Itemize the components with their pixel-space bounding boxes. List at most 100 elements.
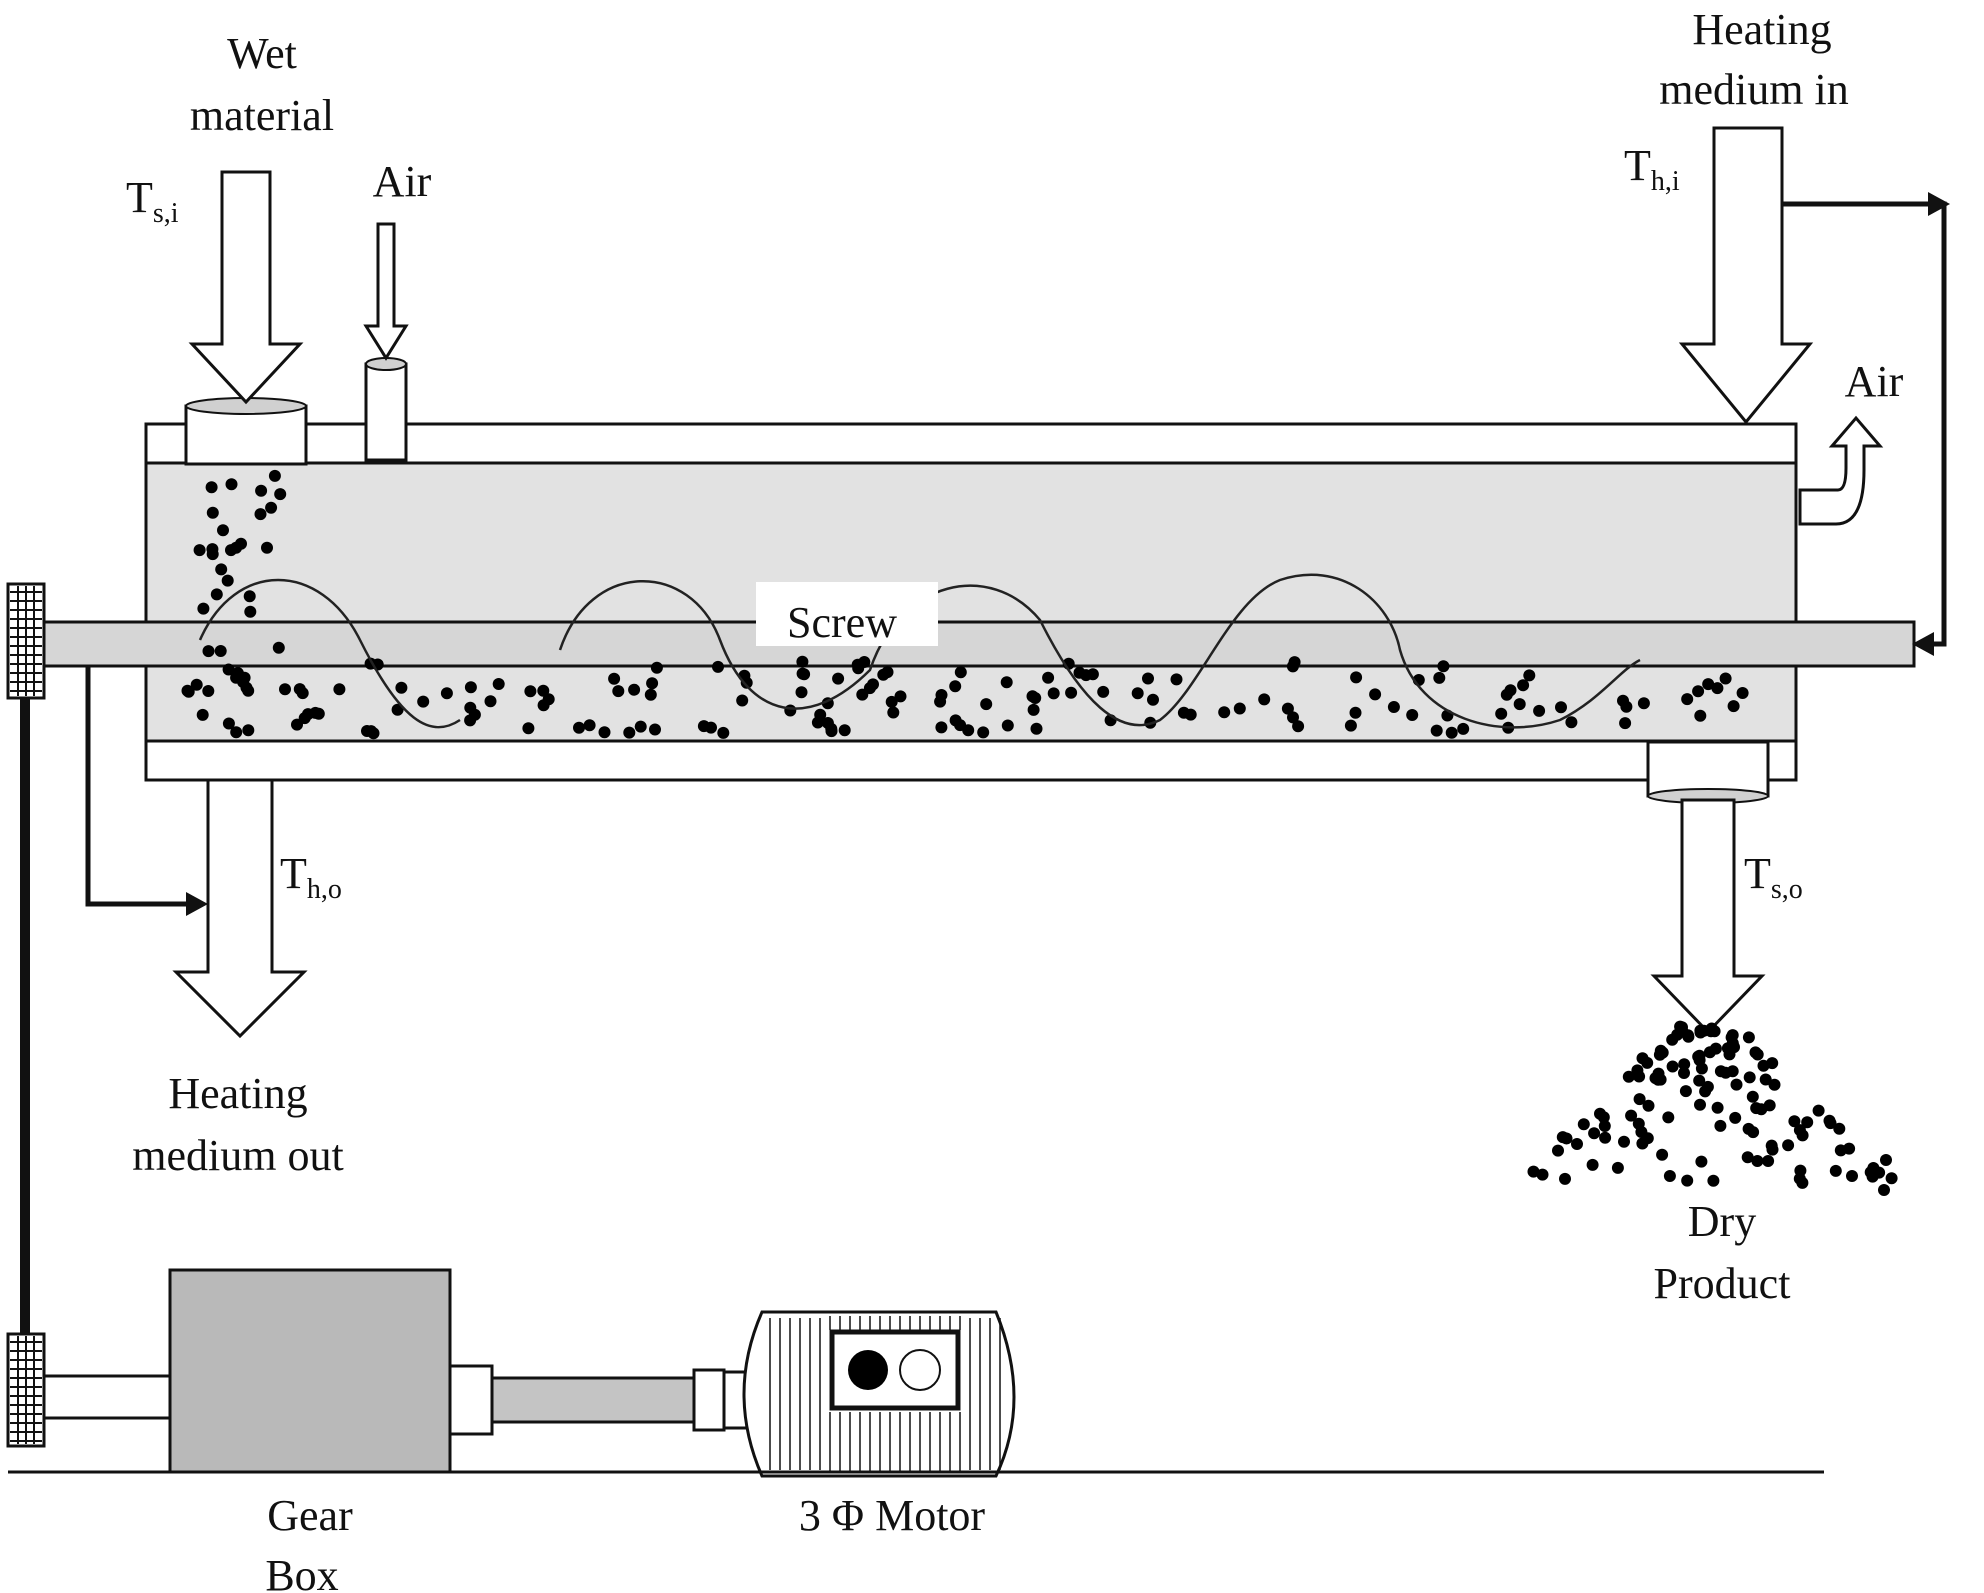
particle: [181, 684, 194, 697]
particle: [717, 726, 730, 739]
particle: [1654, 1044, 1667, 1057]
particle: [1763, 1099, 1776, 1112]
particle: [650, 661, 663, 674]
particle: [712, 660, 724, 673]
particle: [365, 725, 378, 738]
particle: [202, 685, 215, 697]
particle: [935, 721, 948, 734]
particle: [1027, 703, 1040, 716]
heating-out-label-line1: Heating: [168, 1069, 307, 1118]
particle: [1611, 1161, 1624, 1174]
particle: [1001, 719, 1014, 732]
particle: [612, 685, 625, 698]
particle: [887, 706, 900, 719]
particle: [230, 671, 243, 684]
particle: [243, 590, 256, 603]
particle: [1742, 1031, 1755, 1044]
particle: [484, 695, 497, 708]
gearbox-input-shaft: [42, 1374, 172, 1420]
particle: [1065, 686, 1078, 699]
particle: [863, 682, 876, 695]
particle: [395, 681, 408, 694]
wet-material-label-line1: Wet: [227, 29, 297, 78]
particle: [1768, 1078, 1781, 1091]
particle: [1694, 709, 1707, 722]
particle: [1233, 702, 1246, 715]
particle: [1741, 1151, 1754, 1164]
particle: [1177, 706, 1190, 719]
particle: [1730, 1078, 1743, 1091]
motor-shaft-collar: [692, 1368, 726, 1432]
air-inlet-pipe: [364, 362, 408, 462]
particle: [1693, 1049, 1706, 1062]
heating-in-label-line2: medium in: [1659, 65, 1848, 114]
particle: [1695, 1155, 1708, 1168]
particle: [832, 672, 845, 685]
particle: [852, 662, 865, 675]
gear-box-label-line1: Gear: [267, 1491, 353, 1540]
wet-material-arrow: [188, 170, 304, 405]
particle: [268, 469, 281, 482]
particle: [1878, 1184, 1890, 1196]
particle: [1747, 1126, 1760, 1139]
particle: [1709, 1042, 1722, 1055]
particle: [628, 683, 641, 696]
gear-box: [168, 1268, 452, 1474]
particle: [1692, 685, 1705, 698]
particle: [1344, 719, 1357, 732]
particle: [1736, 687, 1749, 699]
particle: [1729, 1111, 1742, 1124]
particle: [1631, 1064, 1644, 1077]
particle: [962, 724, 975, 737]
particle: [1292, 720, 1305, 733]
particle: [934, 695, 947, 708]
particle: [1000, 676, 1013, 689]
particle: [1598, 1120, 1611, 1132]
heating-in-arrow: [1678, 126, 1814, 425]
screw-shaft: [34, 620, 1916, 668]
particle: [1885, 1172, 1898, 1185]
dry-product-arrow: [1650, 798, 1766, 1035]
particle: [1147, 693, 1159, 706]
particle: [1873, 1166, 1886, 1179]
particle: [221, 574, 234, 587]
particle: [196, 708, 209, 721]
particle: [1834, 1144, 1847, 1157]
particle: [885, 695, 898, 708]
drying-chamber: [144, 461, 1798, 743]
heating-loop-line: [1782, 192, 1950, 656]
particle: [206, 506, 219, 519]
particle: [1641, 1056, 1654, 1069]
particle: [1258, 693, 1271, 706]
particle: [238, 671, 251, 684]
particle: [1694, 1098, 1706, 1111]
particle: [1750, 1102, 1763, 1115]
particle: [1711, 682, 1724, 695]
particle: [242, 724, 255, 737]
particle: [293, 683, 306, 696]
screw-label-box: [756, 582, 938, 646]
drive-chain: [20, 694, 30, 1334]
particle: [1794, 1164, 1807, 1177]
particle: [193, 544, 206, 557]
particle: [254, 508, 267, 521]
particle: [1619, 717, 1632, 730]
particle: [244, 605, 257, 618]
particle: [1445, 726, 1458, 739]
particle: [1349, 706, 1362, 719]
particle: [272, 641, 285, 654]
particle: [1711, 1101, 1724, 1114]
particle: [1625, 1109, 1638, 1122]
particle: [1620, 700, 1633, 713]
particle: [1495, 707, 1508, 720]
particle: [225, 478, 238, 491]
temp-solid-out: Ts,o: [1744, 849, 1803, 905]
particle: [1504, 684, 1517, 697]
particle: [798, 668, 811, 681]
heating-loop-arrowhead-shaft: [1912, 632, 1934, 656]
particle: [977, 726, 990, 739]
temp-heat-out: Th,o: [280, 849, 342, 905]
particle: [1824, 1117, 1837, 1130]
dry-product-particles: [1527, 1020, 1898, 1196]
particle: [255, 484, 268, 497]
